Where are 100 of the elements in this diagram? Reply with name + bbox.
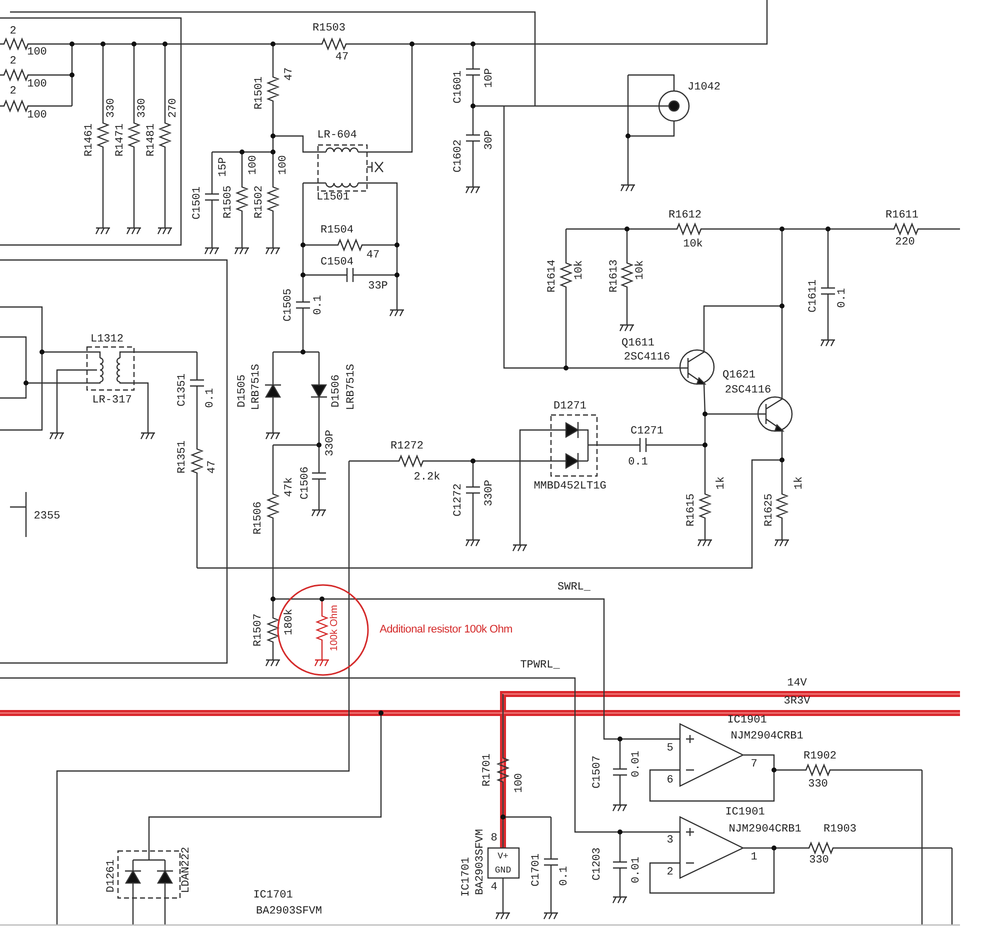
component-label: L1312	[90, 334, 124, 346]
value-label: NJM2904CRB1	[728, 824, 802, 836]
component-label: C1272	[454, 484, 464, 516]
component-label: R1272	[390, 442, 424, 452]
value-label: 15P	[218, 157, 230, 177]
value-label: LDAN222	[182, 846, 192, 894]
component-label: C1701	[532, 854, 542, 886]
component-label: C1271	[630, 426, 664, 438]
component-label: R1701	[482, 754, 494, 786]
value-label: 330	[106, 98, 118, 118]
component-label: L1501	[316, 192, 350, 204]
value-label: 0.1	[838, 288, 848, 308]
value-label: 100	[27, 110, 47, 122]
component-label: R1461	[84, 124, 96, 156]
net-label: 14V	[787, 678, 807, 690]
value-label: 47	[335, 52, 349, 64]
component-label: C1505	[284, 288, 294, 322]
value-label: 2	[10, 86, 16, 98]
component-label: R1501	[254, 76, 266, 110]
component-label: R1506	[254, 502, 264, 534]
value-label: 0.01	[632, 856, 642, 884]
component-label: C1601	[454, 70, 464, 104]
value-label: MMBD452LT1G	[534, 482, 606, 492]
value-label: 10k	[636, 260, 646, 280]
value-label: 10k	[683, 240, 703, 250]
pin-number: 2	[666, 868, 674, 878]
pin-number: 1	[750, 852, 758, 864]
value-label: BA2903SFVM	[256, 906, 322, 918]
component-label: R1471	[116, 124, 126, 156]
net-label: TPWRL_	[520, 660, 560, 672]
value-label: 0.1	[314, 295, 324, 315]
value-label: 2	[10, 56, 16, 68]
pin-number: 5	[666, 744, 674, 754]
pin-number: 4	[490, 882, 498, 894]
annotation-text: Additional resistor 100k Ohm	[380, 624, 512, 636]
value-label: 2SC4116	[624, 352, 670, 364]
net-label: SWRL_	[558, 582, 590, 594]
component-label: R1503	[312, 24, 346, 34]
pin-number: 8	[490, 834, 498, 844]
value-label: 220	[895, 238, 915, 248]
component-label: R1902	[804, 752, 836, 762]
component-label: R1613	[610, 260, 620, 292]
value-label: 0.1	[206, 388, 216, 408]
value-label: NJM2904CRB1	[730, 732, 804, 742]
value-label: 270	[168, 98, 180, 118]
component-label: R1481	[146, 124, 158, 156]
component-label: R1502	[254, 186, 266, 218]
ic-pin-label: V+	[498, 852, 508, 862]
value-label: 330P	[326, 430, 336, 456]
value-label: 0.01	[632, 750, 642, 778]
component-label: IC1701	[462, 857, 472, 897]
component-label: R1505	[224, 186, 234, 218]
value-label: 0.1	[628, 458, 648, 468]
value-label: LRB751S	[346, 364, 358, 410]
component-label: C1351	[178, 374, 188, 406]
component-label: R1615	[686, 494, 698, 526]
component-label: R1351	[178, 440, 188, 474]
component-label: R1903	[824, 824, 856, 836]
component-label: D1506	[332, 374, 342, 408]
component-label: Q1621	[722, 370, 756, 382]
value-label: 0.1	[560, 866, 570, 886]
component-label: C1203	[592, 848, 604, 880]
component-label: IC1701	[253, 890, 293, 902]
value-label: 10k	[574, 260, 586, 280]
component-label: D1271	[554, 402, 586, 412]
component-label: LR-317	[92, 396, 132, 406]
component-label: C1501	[192, 186, 204, 220]
component-label: C1602	[454, 140, 464, 172]
value-label: 47k	[284, 477, 296, 497]
component-label: R1504	[320, 226, 354, 236]
value-label: 2	[10, 26, 16, 38]
component-label: Q1611	[622, 338, 654, 350]
value-label: 1k	[716, 476, 728, 490]
value-label: 330	[808, 780, 828, 790]
component-label: R1611	[886, 210, 918, 222]
value-label: 100	[27, 80, 47, 90]
pin-number: 6	[666, 776, 674, 786]
value-label: 330	[809, 856, 829, 866]
value-label: 180k	[284, 608, 296, 636]
value-label: BA2903SFVM	[476, 829, 486, 895]
pin-number: 3	[666, 836, 674, 846]
value-label: 33P	[368, 282, 388, 292]
value-label: 100	[248, 155, 260, 175]
component-label: D1261	[106, 860, 118, 892]
value-label: 10P	[484, 68, 496, 88]
component-label: R1612	[668, 210, 702, 222]
value-label: 2355	[34, 512, 60, 522]
component-label: LR-604	[317, 130, 357, 142]
component-label: C1507	[592, 756, 604, 788]
component-label: IC1901	[727, 716, 767, 726]
value-label: 100	[278, 155, 290, 175]
component-label: D1505	[238, 374, 248, 408]
value-label: 2.2k	[414, 472, 440, 484]
value-label: 330	[138, 98, 148, 118]
ic-pin-label: GND	[494, 866, 512, 876]
value-label: 100	[27, 48, 47, 58]
net-label: 3R3V	[784, 696, 810, 708]
annotation-text: 100k Ohm	[330, 604, 340, 652]
component-label: C1506	[300, 466, 312, 500]
value-label: 2SC4116	[724, 386, 772, 396]
